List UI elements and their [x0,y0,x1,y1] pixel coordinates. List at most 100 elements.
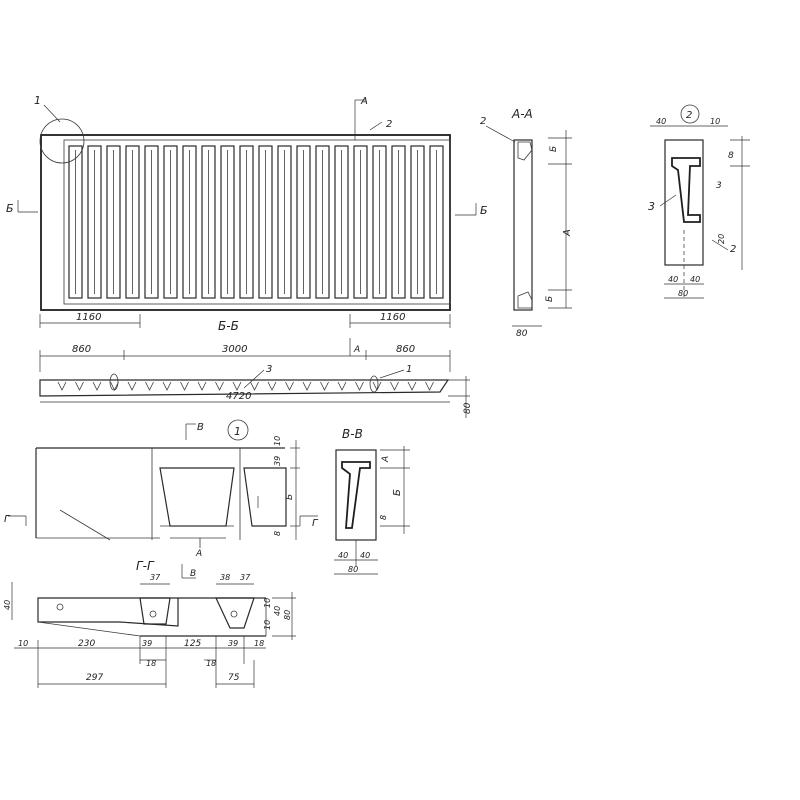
detail-1-circle [39,118,85,164]
profile-tooth [320,381,329,391]
profile-tooth [232,381,242,391]
callout-2: 2 [386,119,392,130]
vv-dim-40b: 40 [360,551,370,560]
profile-tooth [180,381,189,391]
detail-1: В 1 Г Г 10 39 Б 8 А [4,419,319,559]
cut-b-right: Б [480,204,488,217]
d1-dim-a: А [195,549,202,559]
grate-outline [40,134,451,311]
grate-slot [315,145,330,299]
profile-tooth [337,381,347,391]
d2-dim-40b: 40 [690,275,700,284]
grate-slot [429,145,444,299]
section-gg-title: Г-Г [136,559,155,573]
gg-dim-39b: 39 [228,639,238,648]
section-aa-title: А-А [511,107,533,121]
profile-hole-left [109,373,119,391]
section-bb: 860 3000 860 А 3 1 4720 80 [39,338,473,418]
grate-slot [410,145,425,299]
d1-dim-39: 39 [273,456,282,466]
gg-dim-18a: 18 [254,639,264,648]
grate-slot [372,145,387,299]
plan-dim-right: 1160 [380,312,405,323]
profile-tooth [407,381,417,391]
gg-dim-37a: 37 [150,573,161,582]
gg-dim-38: 38 [220,573,230,582]
grate-slot [182,145,197,299]
profile-tooth [57,381,67,391]
bb-dim-860-right: 860 [396,344,415,355]
section-gg: Г-Г В 37 38 37 40 10 40 80 10 [3,559,296,688]
profile-tooth [267,381,277,391]
grate-slot [125,145,140,299]
vv-dim-b: Б [392,489,403,496]
aa-dim-mid: А [562,229,573,237]
d1-tooth-right [243,467,287,527]
grate-slot [163,145,178,299]
grate-slot [106,145,121,299]
d2-dim-40-top: 40 [656,117,666,126]
profile-tooth [215,381,224,391]
section-bb-title: Б-Б [218,319,239,333]
profile-tooth [197,381,207,391]
cut-b-left: Б [6,202,14,215]
grate-slot [334,145,349,299]
grate-slot [258,145,273,299]
grate-slot [201,145,216,299]
section-vv-title: В-В [342,427,363,441]
profile-tooth [92,381,102,391]
gg-dim-80: 80 [283,610,292,620]
d2-dim-10-top: 10 [710,117,720,126]
vv-dim-a: А [381,456,391,463]
gg-dim-75: 75 [228,673,240,683]
profile-body [39,379,450,397]
aa-dim-bottom: Б [545,296,555,302]
profile-tooth [355,381,364,391]
detail-2: 2 40 10 8 3 20 3 2 40 40 80 [648,104,750,300]
aa-dim-top: Б [549,146,559,152]
gg-dim-40: 40 [3,600,12,610]
d1-title: 1 [234,425,241,438]
profile-tooth [425,381,434,391]
vv-dim-40a: 40 [338,551,348,560]
leader-1 [43,104,61,123]
profile-teeth [57,381,434,391]
gg-dim-39a: 39 [142,639,152,648]
profile-tooth [250,381,259,391]
d2-dim-3: 3 [716,181,722,191]
grate-inner-frame [63,139,451,305]
gg-dim-37b: 37 [240,573,251,582]
grate-slot [353,145,368,299]
grate-slot [68,145,83,299]
d2-dim-40a: 40 [668,275,678,284]
section-vv: В-В А Б 8 40 40 80 [334,427,410,575]
bb-dim-80: 80 [463,402,473,414]
plan-dim-left: 1160 [76,312,101,323]
gg-plate-middle [139,597,171,625]
gg-dim-297: 297 [86,673,103,683]
gg-dim-40r: 40 [273,606,282,616]
profile-tooth [162,381,172,391]
profile-tooth [127,381,137,391]
grate-slot [296,145,311,299]
detail-1-title-circle [227,419,249,441]
detail-2-circle [680,104,700,124]
gg-dim-18b: 18 [146,659,156,668]
d1-cut-g-right: Г [312,518,319,529]
grate-slot [277,145,292,299]
bb-dim-860-left: 860 [72,344,91,355]
profile-tooth [390,381,399,391]
d1-dim-8: 8 [273,531,282,536]
gg-cut-v: В [190,569,196,579]
callout-1: 1 [34,94,41,107]
gg-dim-125: 125 [184,639,201,649]
d1-cut-v: В [197,422,204,433]
grate-slot [87,145,102,299]
vv-dim-8: 8 [379,515,388,520]
grate-slots [68,145,444,299]
gg-dim-18c: 18 [206,659,216,668]
profile-hole-right [369,375,379,393]
vv-profile [341,461,371,529]
d1-dim-b: Б [285,494,295,500]
